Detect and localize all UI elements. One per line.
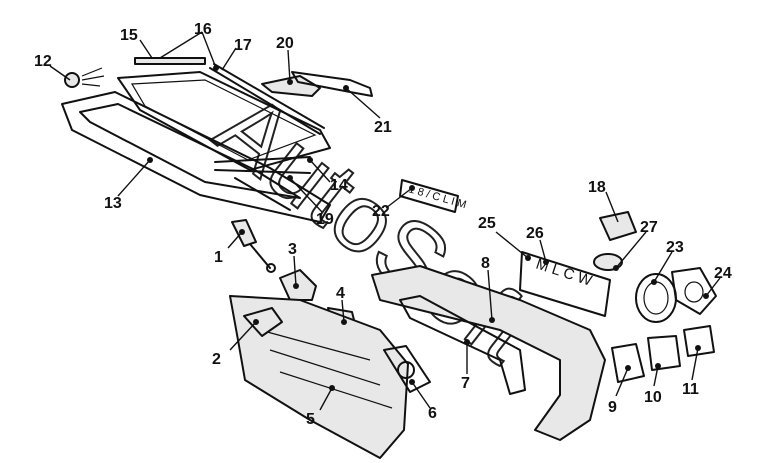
plate-lamp — [599, 211, 637, 241]
rear-bumper-cover — [371, 265, 606, 441]
callout-12: 12 — [34, 53, 52, 70]
side-marker-9 — [611, 343, 645, 383]
callout-17: 17 — [234, 37, 252, 54]
callout-27: 27 — [640, 219, 658, 236]
leader-lines — [49, 31, 721, 411]
callout-10: 10 — [644, 389, 662, 406]
tail-lamp-right — [671, 267, 717, 315]
lid-hinge-rods — [214, 156, 311, 211]
panel-bracket — [243, 307, 283, 337]
callout-26: 26 — [526, 225, 544, 242]
callout-labels: 1 2 3 4 5 6 7 8 9 10 11 12 13 14 15 16 1… — [34, 21, 732, 428]
callout-16: 16 — [194, 21, 212, 38]
side-marker-11 — [683, 325, 715, 357]
rear-body-panel — [229, 295, 409, 459]
callout-7: 7 — [461, 375, 470, 392]
callout-1: 1 — [214, 249, 223, 266]
callout-21: 21 — [374, 119, 392, 136]
callout-8: 8 — [481, 255, 490, 272]
callout-6: 6 — [428, 405, 437, 422]
callout-19: 19 — [316, 211, 334, 228]
callout-2: 2 — [212, 351, 221, 368]
callout-9: 9 — [608, 399, 617, 416]
washer-nozzle — [64, 67, 105, 88]
wiper-strip — [134, 57, 206, 65]
callout-15: 15 — [120, 27, 138, 44]
callout-23: 23 — [666, 239, 684, 256]
side-marker-10 — [647, 335, 681, 371]
bumper-reinforcement — [399, 295, 526, 395]
callout-13: 13 — [104, 195, 122, 212]
callout-22: 22 — [372, 203, 390, 220]
callout-3: 3 — [288, 241, 297, 258]
callout-14: 14 — [330, 177, 348, 194]
callout-18: 18 — [588, 179, 606, 196]
wiper-arm — [261, 71, 373, 97]
large-plate-text: M L C W — [534, 256, 595, 290]
leader-dots — [147, 65, 709, 391]
trunk-lid-frame — [61, 91, 331, 223]
callout-4: 4 — [336, 285, 345, 302]
callout-25: 25 — [478, 215, 496, 232]
callout-20: 20 — [276, 35, 294, 52]
rear-window-glass — [117, 71, 331, 171]
window-trim-strip — [209, 63, 325, 135]
lamp-housing — [383, 345, 431, 393]
callout-11: 11 — [682, 381, 699, 398]
callout-24: 24 — [714, 265, 732, 282]
callout-5: 5 — [306, 411, 315, 428]
gas-strut — [231, 219, 276, 273]
